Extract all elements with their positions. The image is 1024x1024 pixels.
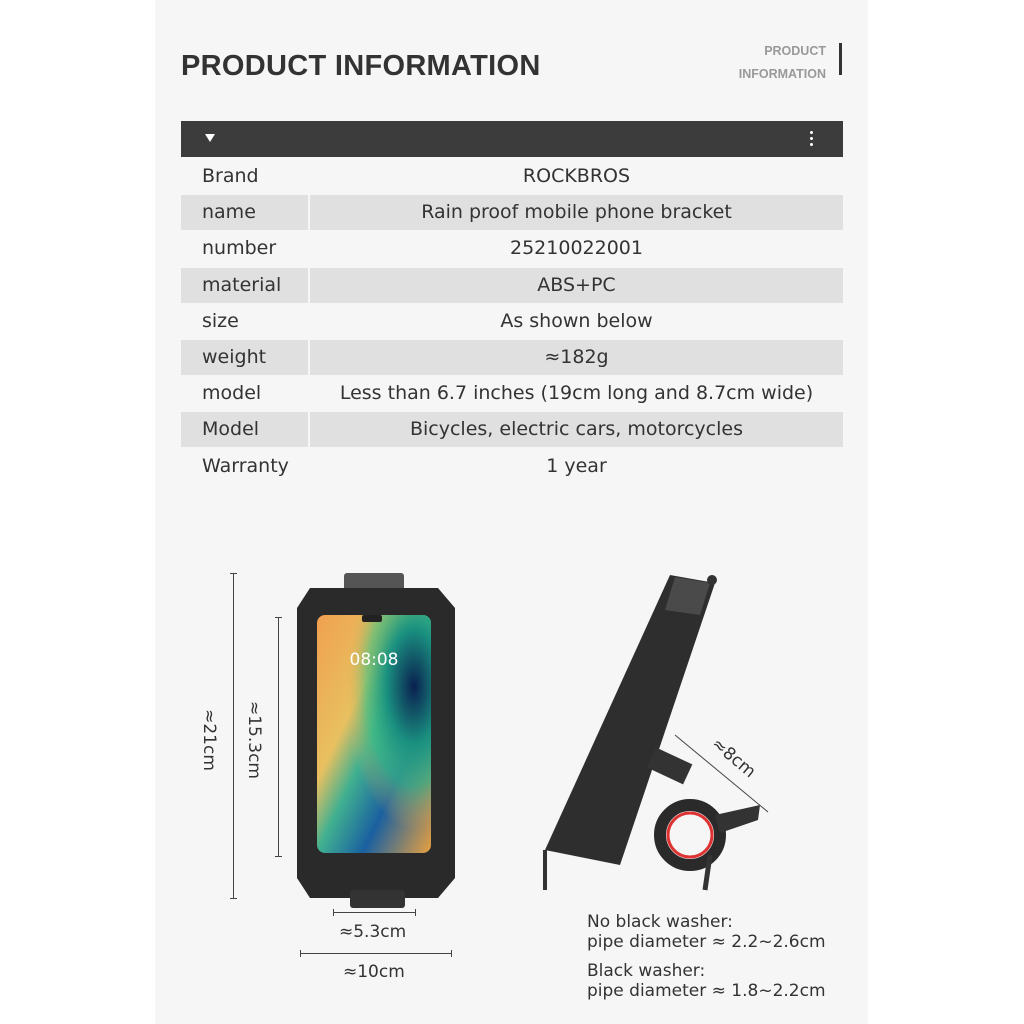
more-vertical-icon[interactable] <box>810 131 813 149</box>
table-header <box>181 121 843 157</box>
table-row: number 25210022001 <box>181 231 843 266</box>
side-divider <box>839 43 842 75</box>
note-washer: Black washer:pipe diameter ≈ 1.8~2.2cm <box>587 961 826 1001</box>
dim-line-total-width <box>300 953 451 954</box>
note-no-washer-value: pipe diameter ≈ 2.2~2.6cm <box>587 932 826 952</box>
side-label-line1: PRODUCT <box>764 44 826 58</box>
row-value: ≈182g <box>310 340 843 375</box>
dropdown-triangle-icon[interactable] <box>205 134 215 142</box>
dim-line-inner-width <box>333 912 415 913</box>
table-row: Warranty 1 year <box>181 449 843 484</box>
phone-case-front-image: 08:08 <box>297 573 455 908</box>
row-value: Rain proof mobile phone bracket <box>310 195 843 231</box>
row-key: Warranty <box>202 454 289 477</box>
dim-label-screen-height: ≈15.3cm <box>244 700 265 780</box>
table-row: weight≈182g <box>181 340 843 375</box>
table-row: model Less than 6.7 inches (19cm long and… <box>181 376 843 411</box>
dim-label-total-height: ≈21cm <box>198 709 219 771</box>
row-value: Less than 6.7 inches (19cm long and 8.7c… <box>339 382 814 405</box>
dim-line-total-height <box>233 573 234 898</box>
row-key: Brand <box>202 165 259 187</box>
table-row: size As shown below <box>181 304 843 339</box>
row-value: ABS+PC <box>310 267 843 303</box>
row-value: Bicycles, electric cars, motorcycles <box>310 412 843 448</box>
row-key: material <box>181 267 308 303</box>
row-key: model <box>202 382 262 405</box>
row-value: ROCKBROS <box>522 165 631 187</box>
row-key: size <box>202 309 239 332</box>
row-key: Model <box>181 412 308 448</box>
table-row: Brand ROCKBROS <box>181 159 843 194</box>
row-value: 25210022001 <box>510 237 643 260</box>
background-panel <box>155 0 868 1024</box>
side-label: PRODUCT INFORMATION <box>739 40 826 86</box>
row-value: 1 year <box>546 454 607 477</box>
dim-label-inner-width: ≈5.3cm <box>339 922 407 942</box>
note-washer-title: Black washer: <box>587 961 706 981</box>
mount-side-view-image <box>543 575 769 891</box>
dim-label-total-width: ≈10cm <box>343 962 405 982</box>
row-key: number <box>202 237 277 260</box>
row-key: weight <box>181 340 308 375</box>
phone-clock: 08:08 <box>350 650 399 670</box>
side-label-line2: INFORMATION <box>738 67 826 81</box>
row-value: As shown below <box>500 309 653 332</box>
dim-line-screen-height <box>278 617 279 856</box>
page-title: PRODUCT INFORMATION <box>181 50 541 82</box>
note-no-washer-title: No black washer: <box>587 912 733 932</box>
note-no-washer: No black washer:pipe diameter ≈ 2.2~2.6c… <box>587 912 826 952</box>
note-washer-value: pipe diameter ≈ 1.8~2.2cm <box>587 981 826 1001</box>
row-key: name <box>181 195 308 231</box>
